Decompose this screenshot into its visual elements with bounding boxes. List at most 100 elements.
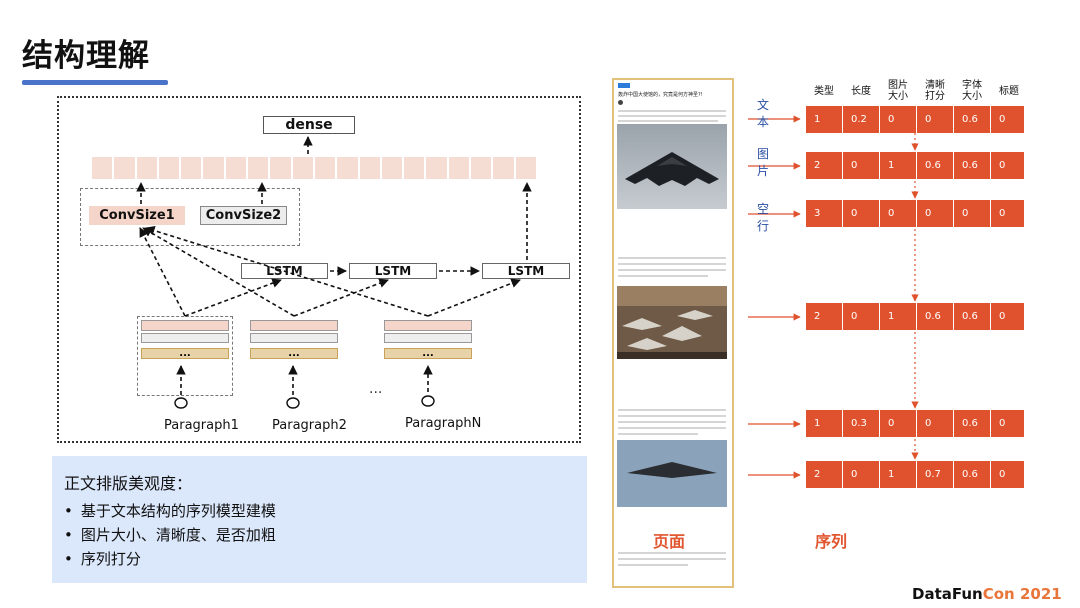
column-header-line: 长度	[851, 86, 871, 97]
feature-cell	[426, 157, 447, 179]
article-title: 轰炸中国大使馆的，究竟是何方神圣?!	[618, 92, 703, 98]
stealth-bomber-image	[617, 124, 727, 209]
bomber-sky-image	[617, 440, 727, 507]
sequence-cell: 3	[806, 200, 842, 227]
feature-cell	[471, 157, 492, 179]
sequence-cell: 0	[917, 200, 953, 227]
para1-embedding-bar	[141, 320, 229, 331]
sequence-cell: 0	[843, 152, 879, 179]
text-line	[618, 120, 718, 122]
column-header-line: 类型	[814, 86, 834, 97]
text-line	[618, 427, 726, 429]
text-line	[618, 110, 726, 112]
sequence-cell: 2	[806, 461, 842, 488]
column-header-line: 字体	[962, 80, 982, 91]
diagram-frame	[57, 96, 581, 443]
paragraph-label-2: Paragraph2	[272, 418, 347, 433]
paraN-embedding-bar	[384, 320, 472, 331]
feature-cell	[292, 157, 313, 179]
row-label: 图片	[757, 147, 770, 178]
factory-image	[617, 286, 727, 359]
sequence-cell: 1	[880, 152, 916, 179]
feature-cell	[114, 157, 135, 179]
sequence-cell: 0	[843, 303, 879, 330]
text-line	[618, 552, 726, 554]
feature-cell	[248, 157, 269, 179]
lstm-box-2: LSTM	[349, 263, 437, 279]
sequence-cell: 0	[843, 461, 879, 488]
para1-embedding-ellipsis: ...	[141, 348, 229, 359]
column-header: 标题	[991, 86, 1027, 97]
conv-size2-box: ConvSize2	[200, 206, 287, 225]
text-line	[618, 115, 726, 117]
para2-embedding-ellipsis: ...	[250, 348, 338, 359]
sequence-cell: 0.6	[954, 461, 990, 488]
sequence-cell: 0	[954, 200, 990, 227]
sequence-cell: 0.7	[917, 461, 953, 488]
text-line	[618, 564, 688, 566]
sequence-cell: 0	[880, 106, 916, 133]
conv-size1-box: ConvSize1	[89, 206, 185, 225]
sequence-label: 序列	[815, 532, 848, 551]
description-bullet: 基于文本结构的序列模型建模	[64, 500, 276, 521]
column-header: 长度	[843, 86, 879, 97]
sequence-cell: 0.6	[917, 303, 953, 330]
sequence-cell: 0.6	[954, 152, 990, 179]
author-avatar	[618, 100, 623, 105]
feature-cell	[314, 157, 336, 179]
column-header-line: 标题	[999, 86, 1019, 97]
text-line	[618, 269, 726, 271]
feature-cell	[92, 157, 113, 179]
sequence-cell: 1	[806, 410, 842, 437]
sequence-cell: 0	[880, 200, 916, 227]
sequence-cell: 0	[917, 106, 953, 133]
sequence-cell: 0	[991, 200, 1024, 227]
para2-embedding-bar	[250, 333, 338, 343]
para1-embedding-bar	[141, 333, 229, 343]
text-line	[618, 263, 726, 265]
feature-cell	[404, 157, 425, 179]
sequence-cell: 0	[880, 410, 916, 437]
paragraph-label-n: ParagraphN	[405, 416, 482, 431]
sequence-cell: 0	[991, 152, 1024, 179]
sequence-cell: 0	[991, 410, 1024, 437]
paraN-embedding-ellipsis: ...	[384, 348, 472, 359]
column-header-line: 打分	[925, 91, 945, 102]
column-header-line: 大小	[962, 91, 982, 102]
sequence-cell: 0	[917, 410, 953, 437]
brand-accent: Con 2021	[982, 585, 1062, 603]
feature-cell	[448, 157, 470, 179]
text-line	[618, 275, 708, 277]
feature-cell	[359, 157, 380, 179]
sequence-cell: 0.6	[954, 106, 990, 133]
text-line	[618, 409, 726, 411]
paragraph-ellipsis: ...	[369, 381, 383, 397]
lstm-box-3: LSTM	[482, 263, 570, 279]
feature-vector-strip	[92, 157, 536, 179]
column-header-line: 图片	[888, 80, 908, 91]
paraN-embedding-bar	[384, 333, 472, 343]
sequence-cell: 0.3	[843, 410, 879, 437]
slide-title: 结构理解	[22, 38, 150, 74]
description-bullet: 图片大小、清晰度、是否加粗	[64, 524, 276, 545]
feature-cell	[270, 157, 291, 179]
column-header-line: 大小	[888, 91, 908, 102]
sequence-cell: 1	[880, 461, 916, 488]
feature-cell	[203, 157, 224, 179]
feature-cell	[225, 157, 247, 179]
feature-cell	[337, 157, 358, 179]
feature-cell	[158, 157, 180, 179]
feature-cell	[181, 157, 202, 179]
text-line	[618, 421, 726, 423]
row-label: 空行	[757, 202, 770, 233]
sequence-cell: 0.2	[843, 106, 879, 133]
sequence-cell: 2	[806, 303, 842, 330]
sequence-cell: 0.6	[954, 303, 990, 330]
row-label: 文本	[757, 98, 770, 129]
para2-embedding-bar	[250, 320, 338, 331]
page-label: 页面	[653, 532, 686, 551]
text-line	[618, 257, 726, 259]
